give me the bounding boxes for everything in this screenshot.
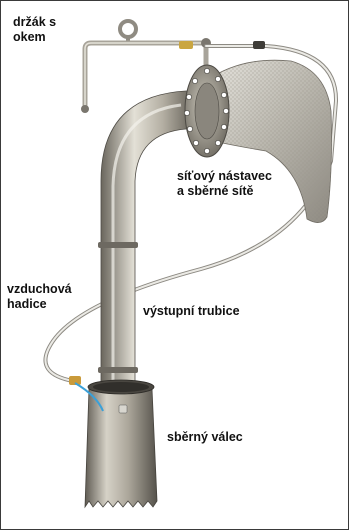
collection-cylinder (75, 380, 157, 507)
tube-clamp-lower (98, 367, 138, 373)
cylinder-valve (119, 405, 127, 413)
label-holder: držák s okem (13, 15, 56, 45)
outlet-tube (98, 91, 196, 396)
hose-connector (179, 41, 193, 49)
hose-connector-2 (253, 41, 265, 49)
label-collection-cylinder: sběrný válec (167, 430, 243, 445)
label-net-attachment: síťový nástavec a sběrné sítě (177, 169, 272, 199)
holder-eye (120, 21, 136, 37)
label-air-hose: vzduchová hadice (7, 282, 72, 312)
tube-clamp-upper (98, 242, 138, 248)
label-outlet-tube: výstupní trubice (143, 304, 240, 319)
